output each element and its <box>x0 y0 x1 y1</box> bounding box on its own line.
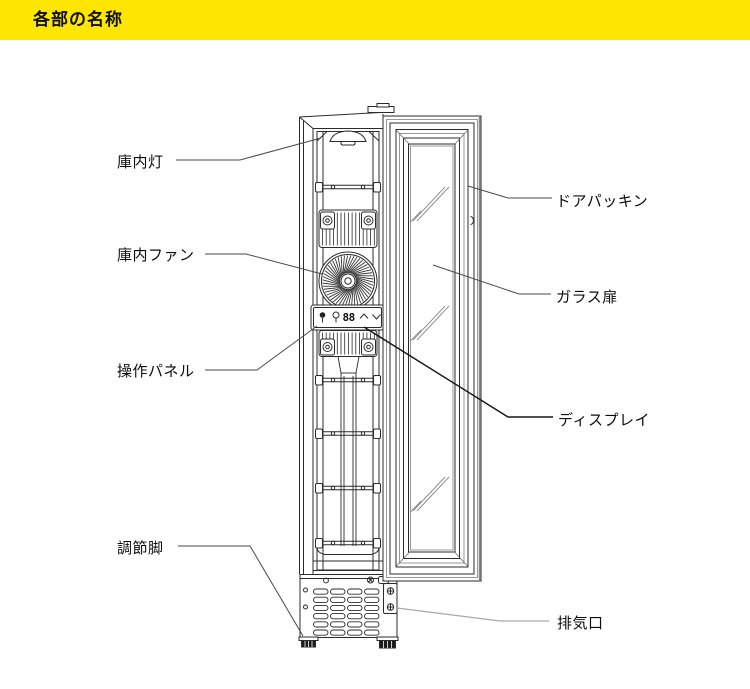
leader-exhaust-vent <box>396 607 549 622</box>
page-title: 各部の名称 <box>33 10 123 29</box>
up-button-icon <box>359 313 369 319</box>
label-glass-door: ガラス扉 <box>556 289 618 306</box>
air-duct-drawing <box>337 356 360 546</box>
label-display: ディスプレイ <box>558 412 650 429</box>
glass-door-drawing <box>367 103 482 582</box>
base-unit-drawing <box>299 574 398 638</box>
glass-pane <box>408 143 456 553</box>
label-exhaust-vent: 排気口 <box>557 615 604 632</box>
leader-lines <box>176 137 553 637</box>
leader-interior-fan <box>205 253 323 275</box>
control-panel-drawing: 88 <box>310 304 385 331</box>
door-handle-notch <box>470 216 474 225</box>
interior-light-drawing <box>329 130 367 146</box>
label-leveling-feet: 調節脚 <box>117 540 164 557</box>
label-interior-fan: 庫内ファン <box>117 247 195 264</box>
leader-door-gasket <box>467 185 552 199</box>
down-button-icon <box>372 314 381 320</box>
page-header: 各部の名称 <box>0 0 750 40</box>
mode-button-icon <box>332 311 340 323</box>
evaporator-fins-upper <box>318 209 378 248</box>
leader-control-panel <box>205 325 318 371</box>
label-control-panel: 操作パネル <box>117 363 195 380</box>
leader-glass-door <box>432 264 551 295</box>
label-interior-light: 庫内灯 <box>117 154 164 171</box>
leader-display <box>363 326 553 418</box>
interior-fan-drawing <box>318 251 378 311</box>
exhaust-vent-slots <box>313 588 380 636</box>
leveling-feet-drawing <box>298 636 399 649</box>
light-button-icon <box>319 312 326 323</box>
evaporator-fins-lower <box>318 330 378 357</box>
label-door-gasket: ドアパッキン <box>556 193 649 210</box>
leader-leveling-feet <box>178 545 304 637</box>
leader-interior-light <box>176 137 322 161</box>
glass-reflections <box>410 186 450 513</box>
temperature-display-digits: 88 <box>343 311 355 324</box>
fan-blades <box>322 255 374 307</box>
shelf-rails <box>315 182 381 549</box>
